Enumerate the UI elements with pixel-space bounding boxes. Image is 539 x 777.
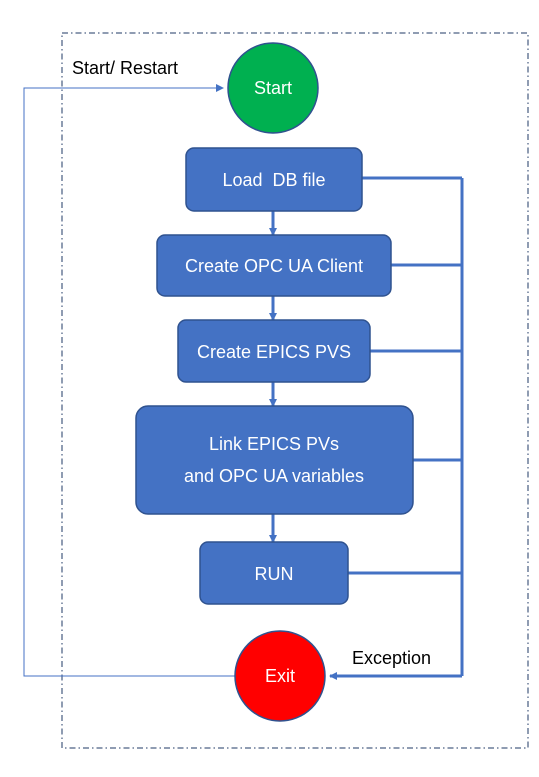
restart-loop-line bbox=[23, 84, 236, 677]
link-label-line2: and OPC UA variables bbox=[184, 466, 364, 486]
link-box bbox=[135, 405, 414, 515]
create-client-box bbox=[156, 234, 392, 297]
outer-frame bbox=[61, 32, 529, 749]
load-db-label: Load DB file bbox=[222, 170, 325, 190]
start-label: Start bbox=[254, 78, 292, 98]
exit-label: Exit bbox=[265, 666, 295, 686]
create-client-label: Create OPC UA Client bbox=[185, 256, 363, 276]
start-restart-label: Start/ Restart bbox=[72, 58, 178, 78]
create-pvs-box bbox=[177, 319, 371, 383]
start-node bbox=[227, 42, 319, 134]
run-box bbox=[199, 541, 349, 605]
load-db-box bbox=[185, 147, 363, 212]
exit-node bbox=[234, 630, 326, 722]
exception-label: Exception bbox=[352, 648, 431, 668]
link-label-line1: Link EPICS PVs bbox=[209, 434, 339, 454]
run-label: RUN bbox=[255, 564, 294, 584]
create-pvs-label: Create EPICS PVS bbox=[197, 342, 351, 362]
